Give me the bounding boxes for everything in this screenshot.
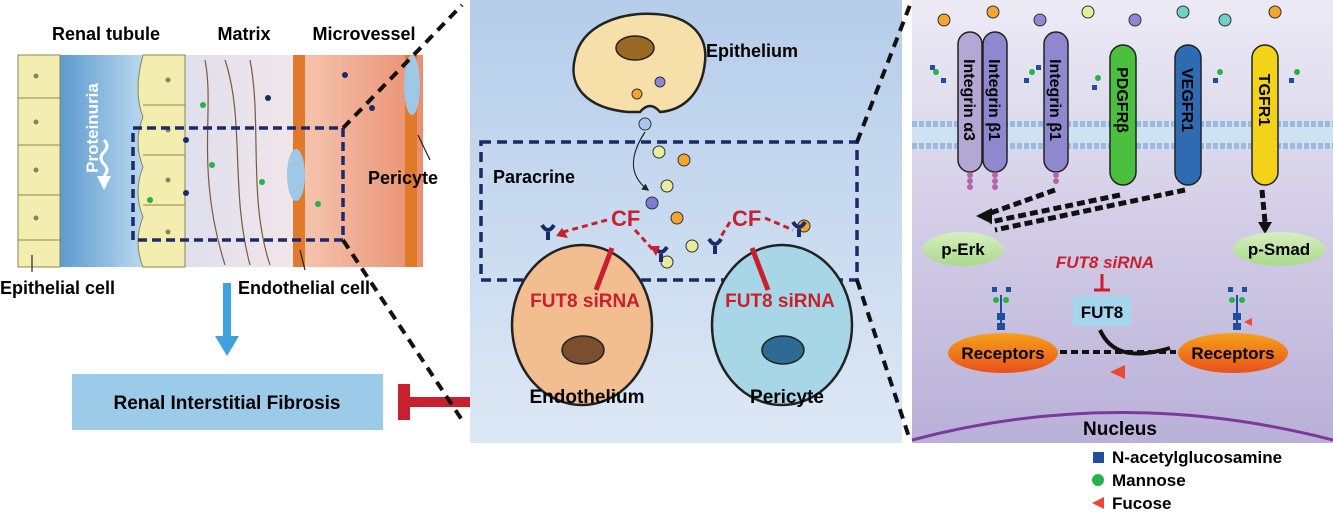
p-erk-node	[923, 232, 1003, 266]
receptors-node-left	[948, 333, 1058, 373]
progression-arrow-head	[215, 336, 239, 356]
p-smad-label: p-Smad	[1248, 240, 1310, 259]
receptors-node-right	[1178, 333, 1288, 373]
fucosylation-curve	[1098, 329, 1171, 356]
receptor-tgfr1	[1251, 44, 1279, 186]
endothelium-nucleus	[561, 335, 605, 365]
zoom-region-box	[131, 126, 345, 242]
right-panel: Integrin α3 Integrin β1 Integrin β1 PDGF…	[911, 0, 1333, 443]
nucleus-label: Nucleus	[1083, 419, 1157, 440]
cf-label-right: CF	[732, 206, 761, 231]
zoom-line-right-bottom	[855, 279, 912, 441]
paracrine-dots-left	[147, 72, 375, 207]
pericyte-cell-left	[287, 149, 305, 201]
receptor-tails	[967, 172, 1059, 190]
pdgfrb-label: PDGFRβ	[1113, 67, 1130, 133]
matrix-fibers	[204, 59, 271, 266]
epithelial-cells-left	[17, 54, 61, 268]
p-erk-label: p-Erk	[941, 240, 985, 259]
renal-tubule-label: Renal tubule	[52, 24, 160, 44]
pericyte-cell-right	[404, 55, 420, 115]
proteinuria-label: Proteinuria	[83, 83, 102, 173]
zoom-line-bottom	[341, 238, 464, 422]
inhibition-line	[408, 397, 470, 407]
legend-label-nacetylglucosamine: N-acetylglucosamine	[1112, 448, 1282, 467]
nucleus-membrane	[911, 411, 1333, 442]
progression-arrow-shaft	[223, 283, 231, 338]
inhibition-bar	[398, 384, 410, 420]
pericyte-nucleus	[761, 335, 805, 365]
paracrine-label: Paracrine	[493, 167, 575, 187]
sirna-label-left: FUT8 siRNA	[530, 291, 640, 312]
fut8-sirna-label: FUT8 siRNA	[1056, 253, 1154, 272]
left-panel: Proteinuria Renal tubule Matrix Microves…	[0, 24, 470, 430]
receptor-pdgfrb	[1109, 44, 1137, 186]
outcome-label: Renal Interstitial Fibrosis	[114, 393, 341, 414]
integrin-b1-label-a: Integrin β1	[985, 59, 1002, 141]
middle-pericyte-label: Pericyte	[750, 387, 824, 408]
sirna-label-right: FUT8 siRNA	[725, 291, 835, 312]
legend-square-marker	[1093, 452, 1104, 463]
sirna-inhibit-right	[749, 247, 771, 291]
epithelium-nucleus	[615, 35, 655, 61]
microvessel-label: Microvessel	[312, 24, 415, 44]
proteinuria-arrow	[97, 138, 111, 190]
legend: N-acetylglucosamine Mannose Fucose	[1092, 448, 1282, 512]
cf-label-left: CF	[611, 206, 640, 231]
middle-panel: Epithelium Paracrine	[470, 0, 902, 443]
legend-label-mannose: Mannose	[1112, 471, 1186, 490]
receptor-glycans	[992, 287, 1252, 330]
receptor-vegfr1	[1174, 44, 1202, 186]
p-smad-node	[1233, 232, 1325, 266]
endothelium-label: Endothelium	[529, 387, 644, 408]
endothelium-cell	[510, 243, 654, 407]
legend-label-fucose: Fucose	[1112, 494, 1172, 512]
integrin-b1-label-b: Integrin β1	[1046, 59, 1063, 141]
ligand-dots	[937, 5, 1282, 27]
signal-arrows	[984, 187, 1268, 233]
sirna-inhibit-left	[593, 247, 615, 291]
secretion-arrow	[632, 131, 650, 191]
fucose-transfer	[1110, 365, 1125, 379]
zoom-line-right-top	[855, 4, 912, 143]
integrin-a3-label: Integrin α3	[960, 59, 977, 141]
legend-circle-marker	[1092, 474, 1104, 486]
epithelial-cells-right	[137, 54, 186, 268]
legend-triangle-marker	[1092, 497, 1104, 509]
vegfr1-label: VEGFR1	[1178, 68, 1195, 132]
epithelium-label: Epithelium	[706, 41, 798, 61]
fut8-label: FUT8	[1081, 303, 1124, 322]
membrane-glycans	[930, 65, 1300, 90]
receptors-label-left: Receptors	[961, 344, 1044, 363]
microvessel-region	[293, 55, 423, 267]
endothelial-cell-label: Endothelial cell	[238, 278, 370, 298]
outcome-box	[72, 374, 383, 430]
fut8-box	[1073, 296, 1131, 326]
epithelium-cell	[572, 12, 707, 114]
tgfr1-label: TGFR1	[1255, 74, 1272, 127]
epithelial-cell-label: Epithelial cell	[0, 278, 115, 298]
receptors-label-right: Receptors	[1191, 344, 1274, 363]
zoom-line-top	[341, 3, 464, 130]
pericyte-cell	[710, 243, 854, 407]
matrix-label: Matrix	[217, 24, 270, 44]
pericyte-label: Pericyte	[368, 168, 438, 188]
